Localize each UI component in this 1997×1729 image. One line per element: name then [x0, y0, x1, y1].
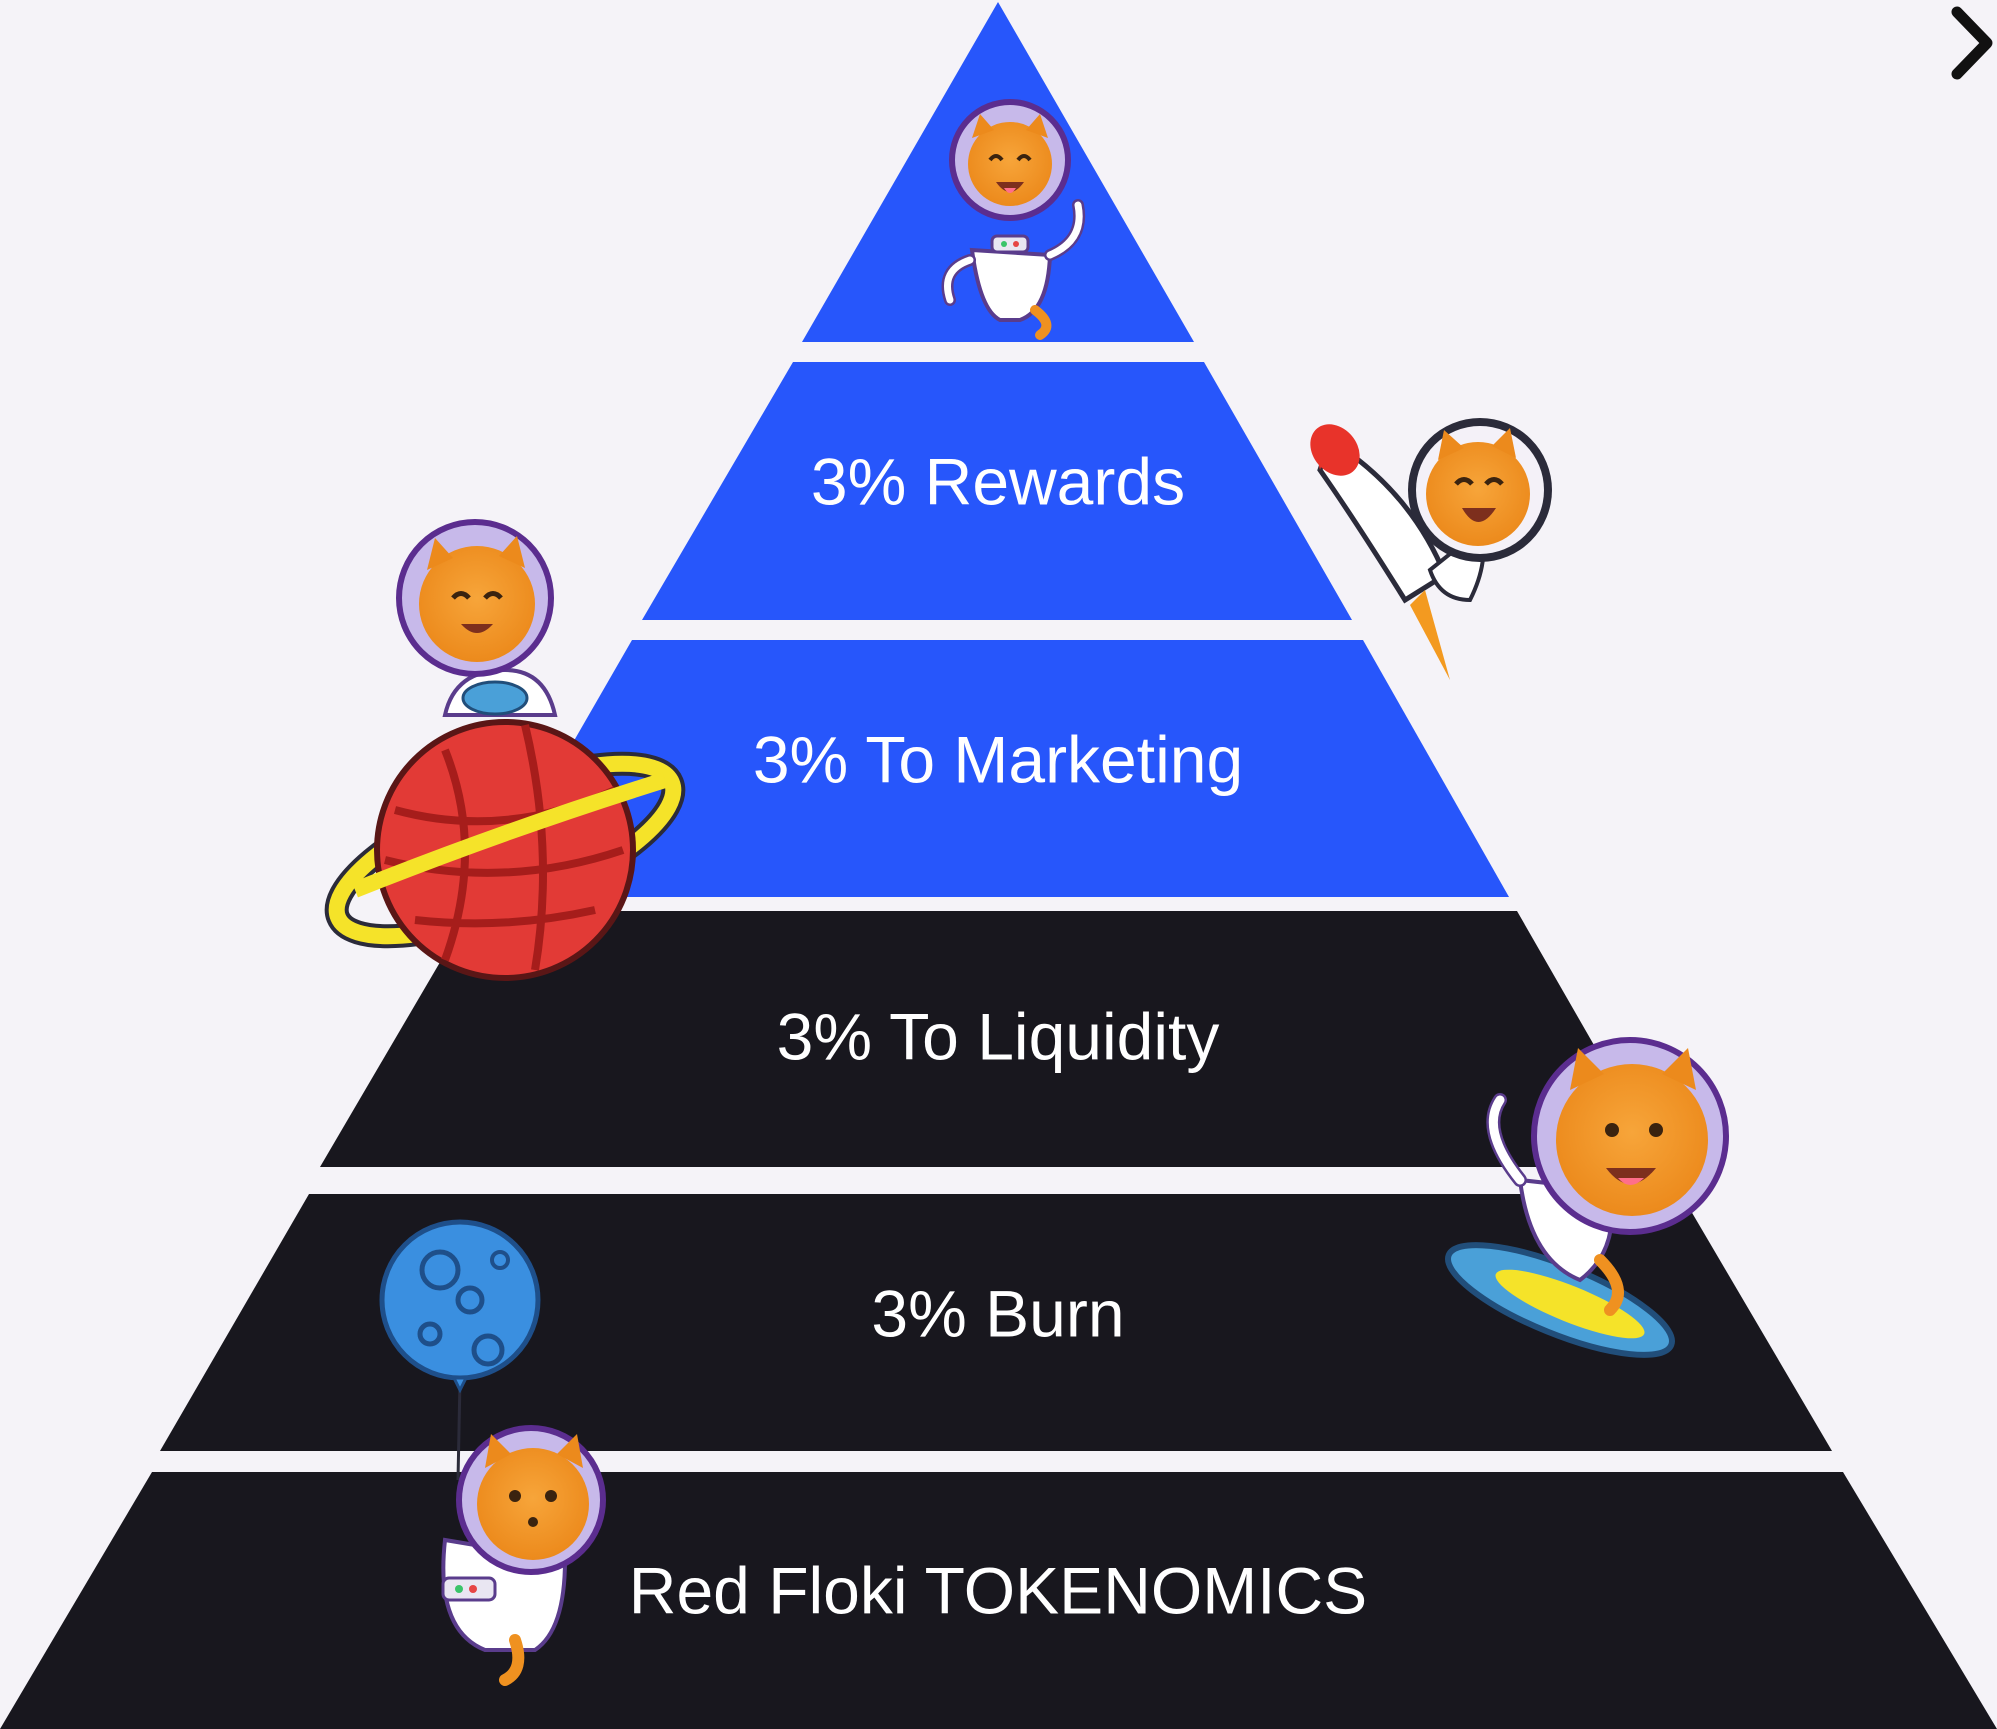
chevron-right-icon: [1951, 6, 1993, 80]
astronaut-dog-floating-icon: [941, 99, 1086, 340]
pyramid-tier-burn: [160, 1194, 1832, 1451]
astronaut-dog-rocket-icon: [1310, 418, 1552, 680]
astronaut-dog-balloon-icon: [441, 1425, 606, 1686]
next-slide-button[interactable]: [1907, 0, 1997, 90]
astronaut-dog-surfboard-icon: [1445, 1037, 1729, 1358]
pyramid-tier-rewards: [642, 362, 1352, 620]
pyramid-labels: 3% Rewards 3% To Marketing 3% To Liquidi…: [629, 444, 1367, 1627]
moon-balloon-icon: [379, 1219, 541, 1481]
tier-label-rewards: 3% Rewards: [811, 444, 1185, 518]
pyramid-tier-liquidity: [320, 911, 1664, 1167]
astronaut-dog-yarn-planet-icon: [324, 519, 686, 981]
tier-label-burn: 3% Burn: [871, 1276, 1124, 1350]
tier-label-liquidity: 3% To Liquidity: [777, 999, 1220, 1073]
pyramid-tier-marketing: [484, 640, 1509, 897]
tier-label-title: Red Floki TOKENOMICS: [629, 1553, 1367, 1627]
tier-label-marketing: 3% To Marketing: [753, 722, 1243, 796]
